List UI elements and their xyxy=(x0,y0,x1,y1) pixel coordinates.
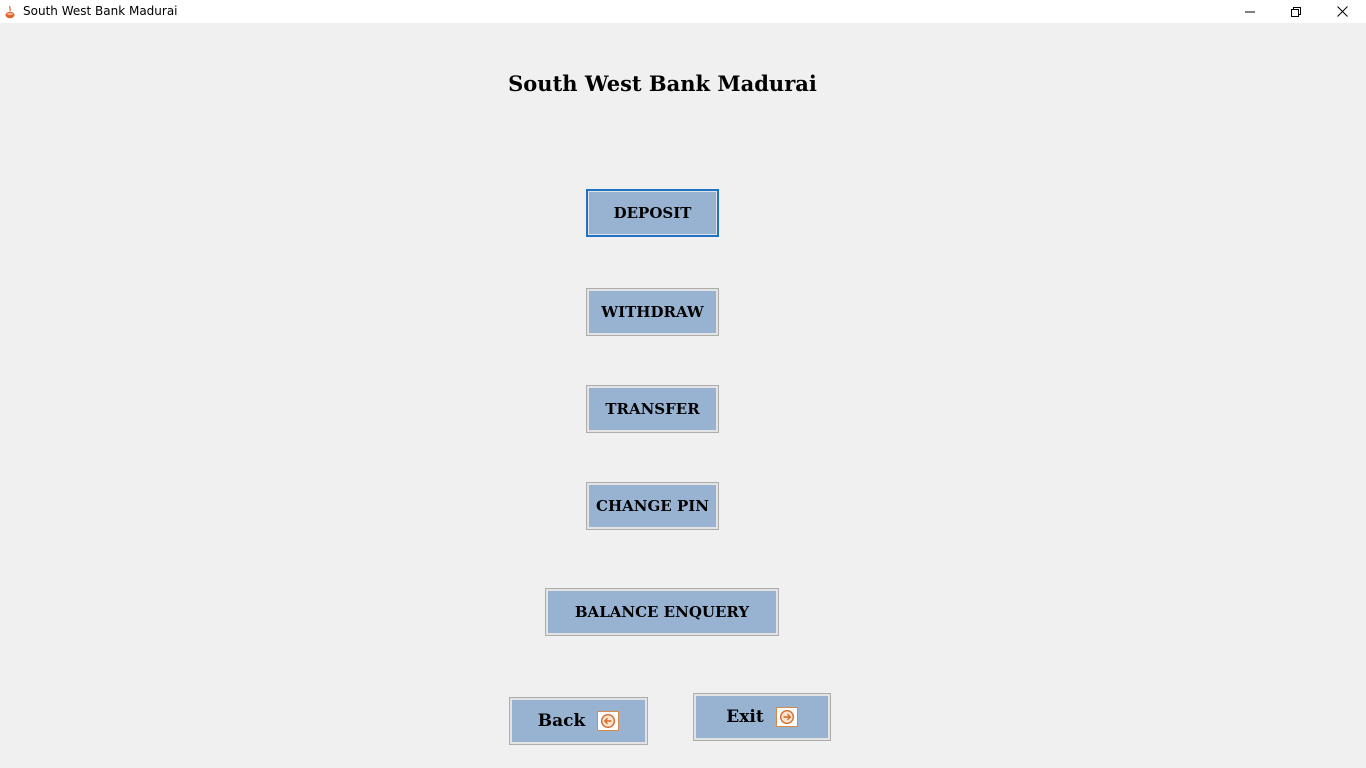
minimize-icon xyxy=(1245,2,1255,21)
close-icon xyxy=(1336,2,1348,21)
page-title: South West Bank Madurai xyxy=(508,71,817,96)
arrow-left-circle-icon xyxy=(597,711,620,731)
close-button[interactable] xyxy=(1319,0,1365,23)
back-button-label: Back xyxy=(537,711,586,731)
exit-button[interactable]: Exit xyxy=(693,693,831,741)
minimize-button[interactable] xyxy=(1227,0,1273,23)
exit-button-label: Exit xyxy=(726,707,764,727)
transfer-button[interactable]: TRANSFER xyxy=(586,385,719,433)
java-cup-icon xyxy=(4,4,16,19)
restore-button[interactable] xyxy=(1273,0,1319,23)
window-title: South West Bank Madurai xyxy=(23,4,178,18)
back-button[interactable]: Back xyxy=(509,697,648,745)
restore-icon xyxy=(1291,2,1301,21)
balance-enquiry-button[interactable]: BALANCE ENQUERY xyxy=(545,588,779,636)
change-pin-button[interactable]: CHANGE PIN xyxy=(586,482,719,530)
withdraw-button[interactable]: WITHDRAW xyxy=(586,288,719,336)
arrow-right-circle-icon xyxy=(775,707,798,727)
title-bar[interactable]: South West Bank Madurai xyxy=(0,0,1366,23)
deposit-button[interactable]: DEPOSIT xyxy=(586,189,719,237)
